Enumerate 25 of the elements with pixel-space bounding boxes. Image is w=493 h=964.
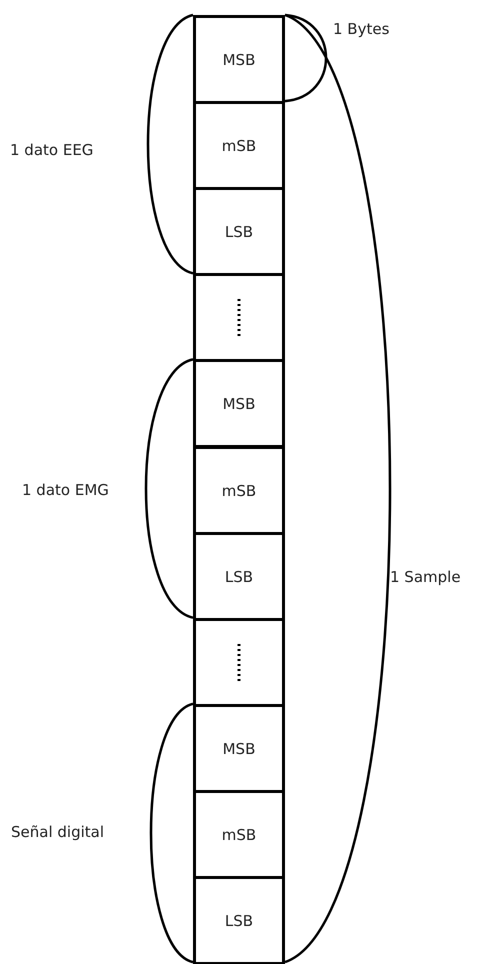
byte-label: MSB [222, 50, 256, 68]
bracket-label: 1 dato EEG [10, 141, 94, 159]
byte-label: MSB [222, 740, 256, 758]
byte-label: mSB [222, 826, 256, 844]
byte-cell [193, 101, 285, 190]
ellipsis-cell [193, 273, 285, 362]
byte-cell [193, 359, 285, 448]
bracket-label: 1 dato EMG [22, 481, 109, 499]
byte-cell [193, 15, 285, 104]
byte-cell [193, 187, 285, 276]
byte-label: LSB [224, 912, 254, 930]
bracket-label: Señal digital [11, 823, 104, 841]
bracket-label: 1 Sample [390, 568, 461, 586]
byte-cell [193, 876, 285, 964]
bracket-label: 1 Bytes [333, 20, 390, 38]
byte-label: LSB [224, 568, 254, 586]
byte-label: MSB [222, 394, 256, 412]
ellipsis-cell [193, 618, 285, 707]
byte-label: LSB [224, 222, 254, 240]
byte-label: mSB [222, 136, 256, 154]
byte-cell [193, 532, 285, 621]
byte-cell [193, 704, 285, 793]
byte-label: mSB [222, 482, 256, 500]
byte-cell [193, 446, 285, 535]
byte-cell [193, 790, 285, 879]
